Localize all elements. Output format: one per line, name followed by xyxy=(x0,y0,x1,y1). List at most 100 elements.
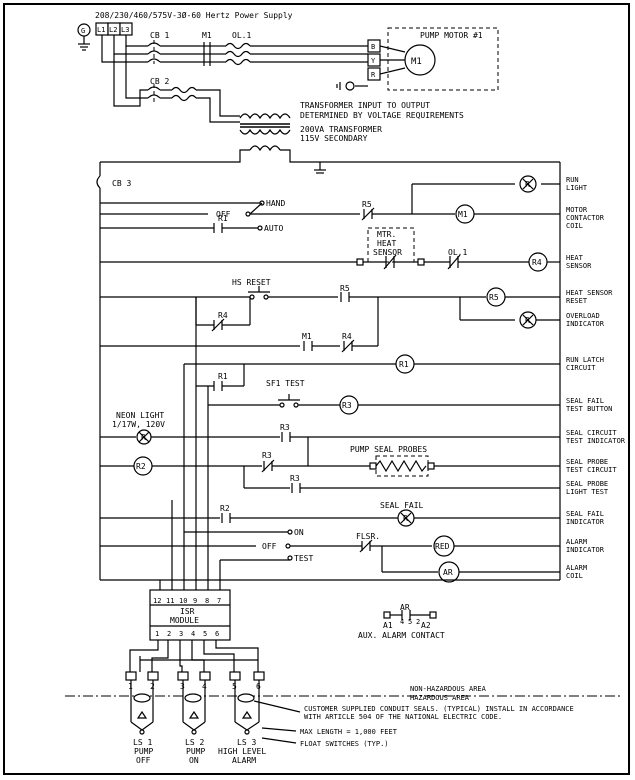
pump-seal-probes-label: PUMP SEAL PROBES xyxy=(350,445,427,454)
svg-text:SENSOR: SENSOR xyxy=(373,248,402,257)
svg-text:R1: R1 xyxy=(218,214,228,223)
svg-text:SEAL PROBE: SEAL PROBE xyxy=(566,458,608,466)
isr-label-2: MODULE xyxy=(170,616,199,625)
svg-text:INDICATOR: INDICATOR xyxy=(566,518,605,526)
svg-text:LIGHT TEST: LIGHT TEST xyxy=(566,488,609,496)
svg-text:10: 10 xyxy=(179,597,187,605)
svg-text:R: R xyxy=(403,514,408,523)
m1-main-contacts xyxy=(200,42,214,66)
neon-light-label-2: 1/17W, 120V xyxy=(112,420,165,429)
conduit-seal-3 xyxy=(237,693,255,703)
svg-text:1: 1 xyxy=(155,630,159,638)
ol1-heaters xyxy=(225,42,251,66)
note-float-switches: FLOAT SWITCHES (TYP.) xyxy=(300,740,389,748)
svg-text:INDICATOR: INDICATOR xyxy=(566,320,605,328)
isr-module xyxy=(149,589,231,641)
svg-text:LIGHT: LIGHT xyxy=(566,184,588,192)
cb3-breaker xyxy=(96,175,101,189)
pump-motor-box xyxy=(387,27,499,91)
svg-text:A1: A1 xyxy=(383,621,393,630)
on-label: ON xyxy=(294,528,304,537)
alarm-switch xyxy=(285,543,291,549)
conduit-seal-1 xyxy=(133,693,151,703)
svg-text:AR: AR xyxy=(443,568,453,577)
svg-text:2: 2 xyxy=(167,630,171,638)
svg-text:TEST INDICATOR: TEST INDICATOR xyxy=(566,437,626,445)
svg-text:4: 4 xyxy=(191,630,195,638)
svg-text:COIL: COIL xyxy=(566,572,583,580)
transformer-symbol xyxy=(239,113,291,152)
svg-text:R3: R3 xyxy=(342,401,352,410)
non-hazardous-area-label: NON-HAZARDOUS AREA xyxy=(410,685,487,693)
float-switch-ls2 xyxy=(182,710,206,735)
svg-text:R: R xyxy=(141,433,146,442)
svg-text:R5: R5 xyxy=(362,200,372,209)
svg-text:R: R xyxy=(525,316,530,325)
float-switch-ls3 xyxy=(234,710,260,735)
svg-text:HEAT: HEAT xyxy=(377,239,396,248)
motor-lead-r: R xyxy=(371,71,376,79)
motor-m1-label: M1 xyxy=(411,57,422,67)
motor-lead-y: Y xyxy=(371,57,376,65)
note-conduit-seals-1: CUSTOMER SUPPLIED CONDUIT SEALS. (TYPICA… xyxy=(304,705,574,713)
svg-text:3: 3 xyxy=(179,630,183,638)
pump-motor-label: PUMP MOTOR #1 xyxy=(420,31,483,40)
svg-text:PUMP: PUMP xyxy=(186,747,205,756)
auto-label: AUTO xyxy=(264,224,283,233)
svg-text:R5: R5 xyxy=(489,293,499,302)
svg-text:M1: M1 xyxy=(458,210,468,219)
svg-text:HEAT: HEAT xyxy=(566,254,584,262)
svg-text:HEAT SENSOR: HEAT SENSOR xyxy=(566,289,613,297)
svg-text:6: 6 xyxy=(215,630,219,638)
svg-text:7: 7 xyxy=(217,597,221,605)
svg-text:MTR.: MTR. xyxy=(377,230,396,239)
svg-text:AR: AR xyxy=(400,603,410,612)
svg-text:5: 5 xyxy=(203,630,207,638)
hs-reset-label: HS RESET xyxy=(232,278,271,287)
svg-text:R1: R1 xyxy=(399,360,409,369)
pump-seal-probes-box xyxy=(375,455,429,477)
svg-text:SENSOR: SENSOR xyxy=(566,262,592,270)
svg-text:HIGH LEVEL: HIGH LEVEL xyxy=(218,747,266,756)
svg-text:LS 1: LS 1 xyxy=(133,738,152,747)
svg-text:ALARM: ALARM xyxy=(566,564,587,572)
svg-text:12: 12 xyxy=(153,597,161,605)
svg-text:R4: R4 xyxy=(532,258,542,267)
note-conduit-seals-2: WITH ARTICLE 504 OF THE NATIONAL ELECTRI… xyxy=(304,713,502,721)
aux-alarm-contact-label: AUX. ALARM CONTACT xyxy=(358,631,445,640)
svg-text:LS 2: LS 2 xyxy=(185,738,204,747)
cb2-label: CB 2 xyxy=(150,77,169,86)
svg-text:SEAL PROBE: SEAL PROBE xyxy=(566,480,608,488)
svg-text:R2: R2 xyxy=(136,462,146,471)
cb3-label: CB 3 xyxy=(112,179,131,188)
sf1-test-label: SF1 TEST xyxy=(266,379,305,388)
ground-label: G xyxy=(81,27,85,35)
line-l1: L1 xyxy=(97,26,105,34)
svg-text:TEST CIRCUIT: TEST CIRCUIT xyxy=(566,466,617,474)
svg-text:R: R xyxy=(525,180,530,189)
motor-lead-b: B xyxy=(371,43,375,51)
svg-text:R4: R4 xyxy=(342,332,352,341)
alarm-off-label: OFF xyxy=(262,542,277,551)
svg-text:R3: R3 xyxy=(262,451,272,460)
pump-motor-symbol xyxy=(404,44,436,76)
svg-text:A2: A2 xyxy=(421,621,431,630)
line-l2: L2 xyxy=(109,26,117,34)
svg-text:5: 5 xyxy=(408,618,412,626)
line-l3: L3 xyxy=(121,26,129,34)
svg-text:SEAL CIRCUIT: SEAL CIRCUIT xyxy=(566,429,617,437)
ol1-label: OL.1 xyxy=(232,31,251,40)
neon-light-label-1: NEON LIGHT xyxy=(116,411,164,420)
conduit-seal-2 xyxy=(184,693,202,703)
svg-text:R3: R3 xyxy=(290,474,300,483)
svg-text:ALARM: ALARM xyxy=(232,756,256,765)
svg-text:4: 4 xyxy=(400,618,404,626)
svg-text:11: 11 xyxy=(166,597,174,605)
drawing-border xyxy=(3,3,630,775)
svg-text:OL.1: OL.1 xyxy=(448,248,467,257)
svg-text:ON: ON xyxy=(189,756,199,765)
cb2-breaker xyxy=(147,84,197,102)
hoa-switch xyxy=(245,211,251,217)
transformer-rating-1: 200VA TRANSFORMER xyxy=(300,125,382,134)
